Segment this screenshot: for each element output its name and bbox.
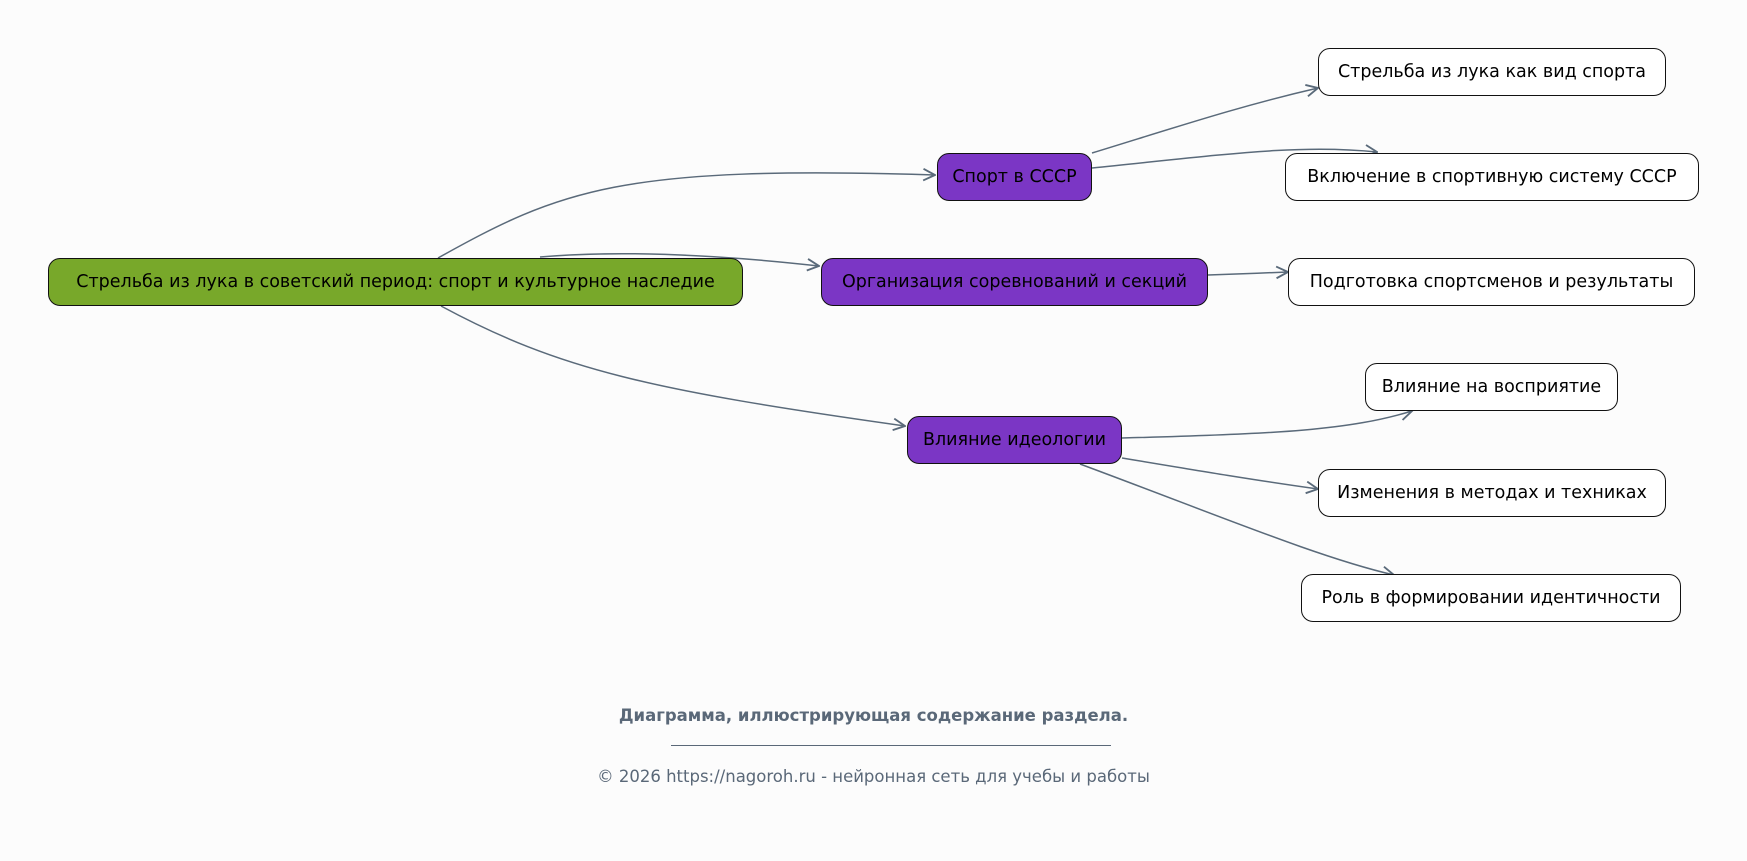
- leaf-node: Стрельба из лука как вид спорта: [1318, 48, 1666, 96]
- edge-root-org: [539, 253, 819, 266]
- footer-text: © 2026 https://nagoroh.ru - нейронная се…: [597, 767, 1150, 786]
- leaf-node: Роль в формировании идентичности: [1301, 574, 1681, 622]
- edge-sport-leaf1: [1091, 88, 1318, 154]
- leaf-node: Подготовка спортсменов и результаты: [1288, 258, 1695, 306]
- edge-ideology-leaf6: [1079, 463, 1394, 575]
- root-node: Стрельба из лука в советский период: спо…: [48, 258, 743, 306]
- edge-root-sport: [437, 173, 935, 259]
- edge-org-leaf3: [1207, 272, 1288, 275]
- branch-node-organization: Организация соревнований и секций: [821, 258, 1208, 306]
- leaf-node: Изменения в методах и техниках: [1318, 469, 1666, 517]
- edge-sport-leaf2: [1091, 149, 1377, 169]
- edge-root-ideology: [440, 305, 905, 426]
- edge-ideology-leaf4: [1121, 411, 1412, 439]
- divider: [671, 745, 1111, 746]
- branch-node-sport: Спорт в СССР: [937, 153, 1092, 201]
- branch-node-ideology: Влияние идеологии: [907, 416, 1122, 464]
- leaf-node: Влияние на восприятие: [1365, 363, 1618, 411]
- leaf-node: Включение в спортивную систему СССР: [1285, 153, 1699, 201]
- diagram-caption: Диаграмма, иллюстрирующая содержание раз…: [618, 706, 1129, 725]
- edge-ideology-leaf5: [1121, 457, 1318, 489]
